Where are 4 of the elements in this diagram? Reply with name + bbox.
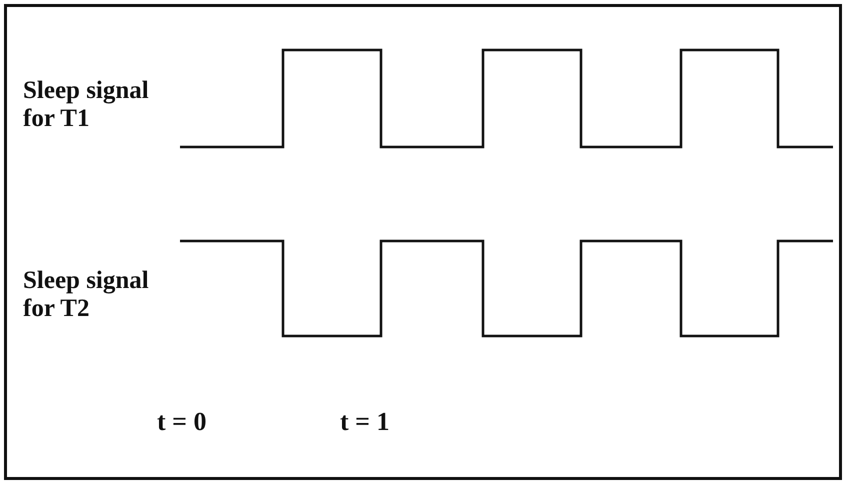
- signal-label: Sleep signal for T2: [23, 267, 150, 323]
- time-label: t = 0: [157, 407, 206, 437]
- signal-label: Sleep signal for T1: [23, 77, 150, 133]
- time-label: t = 1: [340, 407, 390, 437]
